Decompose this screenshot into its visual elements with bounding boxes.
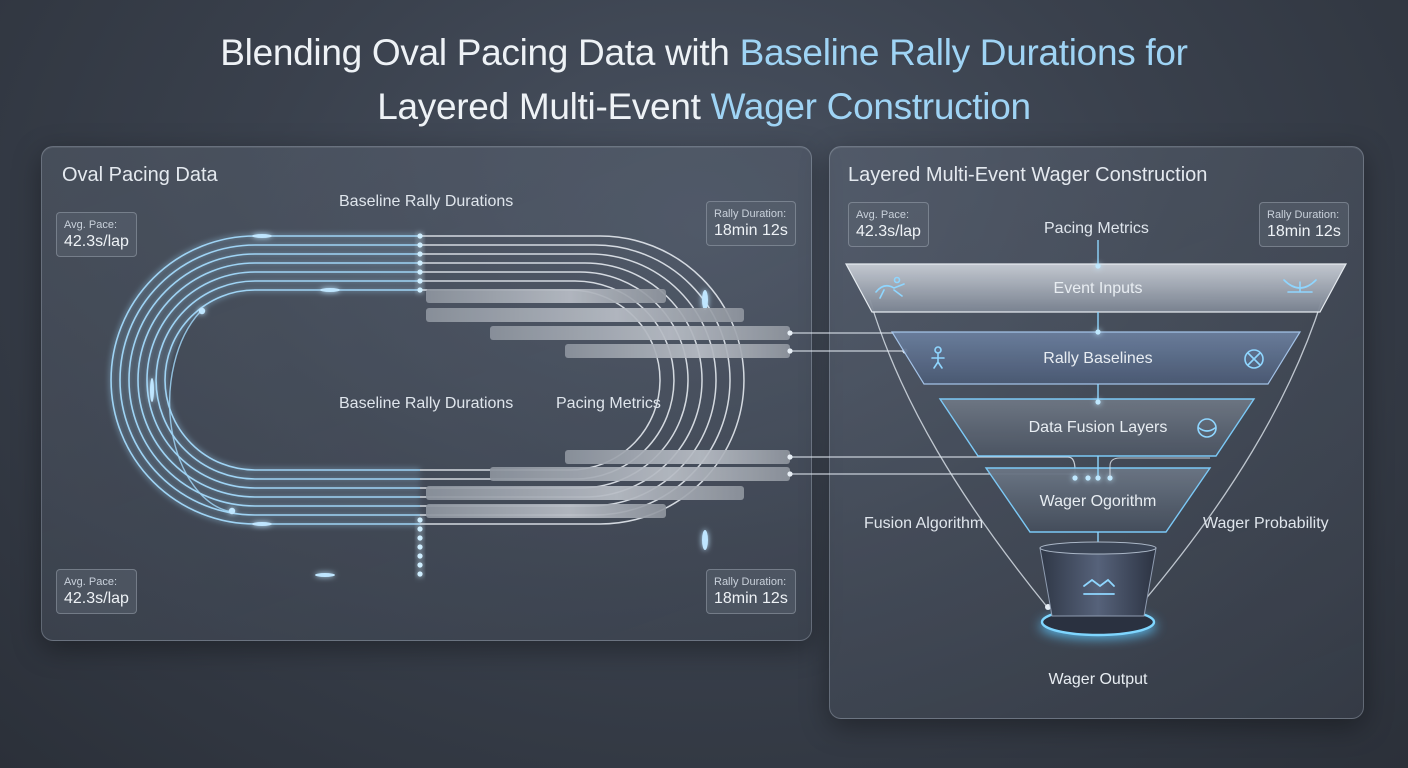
stat-value: 18min 12s xyxy=(1267,223,1341,240)
stat-key: Avg. Pace: xyxy=(64,219,117,231)
lane-junction-dots xyxy=(417,233,423,577)
stat-value: 42.3s/lap xyxy=(64,233,129,250)
funnel-layer-1 xyxy=(844,263,1348,313)
avg-pace-stat-top: Avg. Pace: 42.3s/lap xyxy=(56,212,137,257)
rally-duration-stat-top: Rally Duration: 18min 12s xyxy=(706,201,796,246)
baseline-rally-label-center: Baseline Rally Durations xyxy=(339,395,514,412)
stat-value: 42.3s/lap xyxy=(64,590,129,607)
stat-value: 42.3s/lap xyxy=(856,223,921,240)
oval-track-lanes xyxy=(110,235,420,525)
stat-key: Rally Duration: xyxy=(714,576,787,588)
stat-key: Rally Duration: xyxy=(714,208,787,220)
layer-data-fusion: Data Fusion Layers xyxy=(1028,419,1168,436)
fusion-algorithm-label: Fusion Algorithm xyxy=(864,515,984,532)
wager-construction-title: Layered Multi-Event Wager Construction xyxy=(848,164,1208,186)
stat-key: Avg. Pace: xyxy=(856,209,909,221)
funnel-layer-3 xyxy=(938,398,1256,458)
stat-value: 18min 12s xyxy=(714,222,788,239)
runner-icon xyxy=(875,276,905,299)
fusion-connector xyxy=(1109,457,1210,478)
title-line-1: Blending Oval Pacing Data with Baseline … xyxy=(0,26,1408,80)
target-icon xyxy=(1197,418,1217,438)
stat-key: Avg. Pace: xyxy=(64,576,117,588)
compass-icon xyxy=(1244,349,1264,369)
inner-track-arcs xyxy=(168,311,233,513)
pacing-metrics-label-right: Pacing Metrics xyxy=(1044,220,1149,237)
person-icon xyxy=(931,346,945,369)
rally-duration-bars xyxy=(426,289,790,518)
wager-probability-label: Wager Probability xyxy=(1203,515,1329,532)
title-line-2: Layered Multi-Event Wager Construction xyxy=(0,80,1408,134)
title-highlight: Baseline Rally Durations for xyxy=(739,32,1188,73)
wager-output-label: Wager Output xyxy=(1048,671,1148,688)
rally-duration-stat-right: Rally Duration: 18min 12s xyxy=(1259,202,1349,247)
title-highlight: Wager Construction xyxy=(710,86,1032,127)
baseline-rally-label-top: Baseline Rally Durations xyxy=(339,193,514,210)
stat-key: Rally Duration: xyxy=(1267,209,1340,221)
stat-value: 18min 12s xyxy=(714,590,788,607)
funnel-side-curves xyxy=(869,299,1323,609)
rally-duration-stat-bottom: Rally Duration: 18min 12s xyxy=(706,569,796,614)
avg-pace-stat-bottom: Avg. Pace: 42.3s/lap xyxy=(56,569,137,614)
page-title: Blending Oval Pacing Data with Baseline … xyxy=(0,26,1408,134)
funnel-layer-2 xyxy=(890,331,1302,385)
track-glow-points xyxy=(150,234,708,577)
pacing-metrics-label-center: Pacing Metrics xyxy=(556,395,661,412)
connector-dots xyxy=(787,330,908,477)
layer-event-inputs: Event Inputs xyxy=(1053,280,1143,297)
title-part: Blending Oval Pacing Data with xyxy=(220,32,740,73)
avg-pace-stat-right: Avg. Pace: 42.3s/lap xyxy=(848,202,929,247)
layer-rally-baselines: Rally Baselines xyxy=(1043,350,1153,367)
wave-icon xyxy=(1083,578,1115,595)
layer-wager-ogorithm: Wager Ogorithm xyxy=(1039,493,1157,510)
title-part: Layered Multi-Event xyxy=(377,86,711,127)
boat-icon xyxy=(1283,279,1317,293)
oval-pacing-title: Oval Pacing Data xyxy=(62,164,218,186)
wager-output-cup xyxy=(1039,541,1157,638)
